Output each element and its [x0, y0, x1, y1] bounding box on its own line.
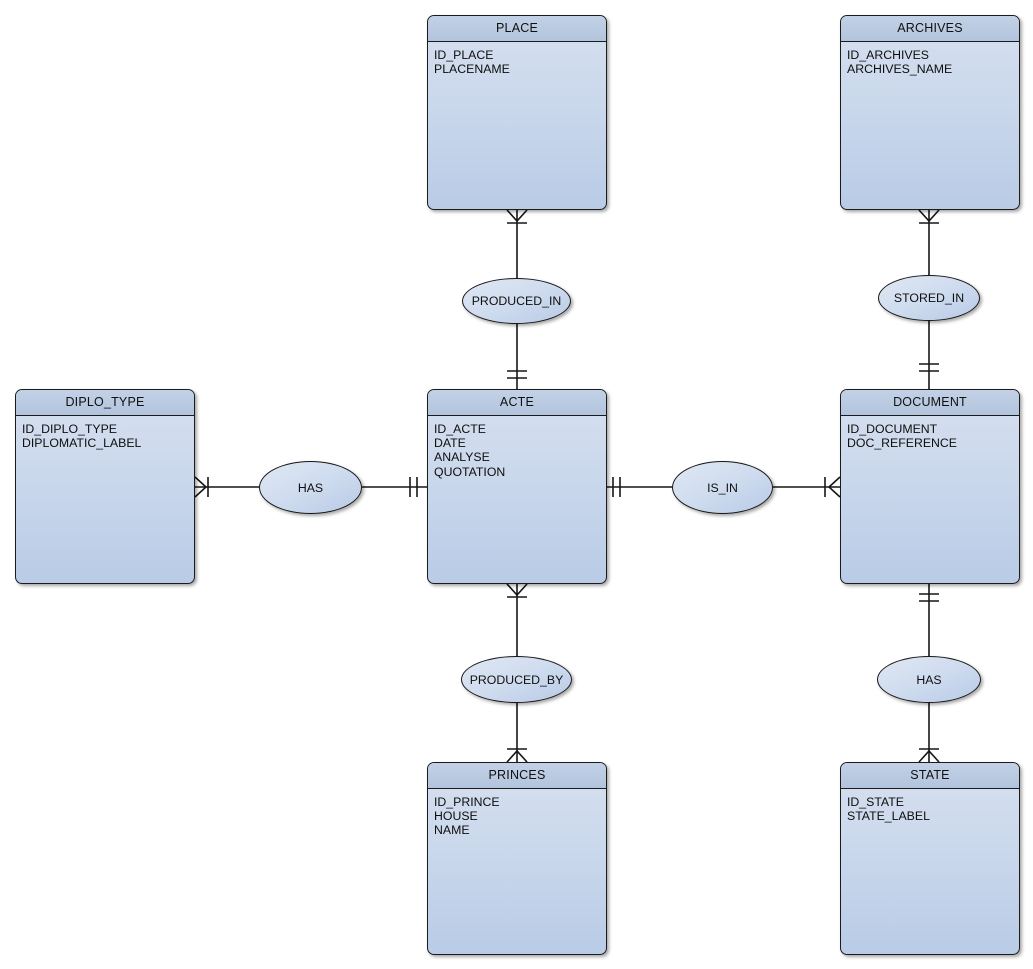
attribute: ARCHIVES_NAME	[847, 62, 953, 77]
attribute: STATE_LABEL	[847, 809, 930, 824]
attribute: DATE	[434, 436, 466, 451]
entity-title-acte: ACTE	[428, 390, 606, 416]
entity-princes[interactable]: PRINCES ID_PRINCE HOUSE NAME	[427, 762, 607, 955]
entity-attributes-archives: ID_ARCHIVES ARCHIVES_NAME	[841, 42, 1019, 76]
entity-state[interactable]: STATE ID_STATE STATE_LABEL	[840, 762, 1020, 955]
entity-attributes-place: ID_PLACE PLACENAME	[428, 42, 606, 76]
attribute: NAME	[434, 823, 470, 838]
attribute: DOC_REFERENCE	[847, 436, 958, 451]
entity-attributes-state: ID_STATE STATE_LABEL	[841, 789, 1019, 823]
entity-archives[interactable]: ARCHIVES ID_ARCHIVES ARCHIVES_NAME	[840, 15, 1020, 210]
entity-diplo-type[interactable]: DIPLO_TYPE ID_DIPLO_TYPE DIPLOMATIC_LABE…	[15, 389, 195, 584]
relationship-label: PRODUCED_BY	[469, 672, 564, 687]
relationship-has-diplo-type[interactable]: HAS	[259, 461, 362, 514]
entity-title-diplo-type: DIPLO_TYPE	[16, 390, 194, 416]
entity-title-state: STATE	[841, 763, 1019, 789]
connector-place-acte	[506, 209, 528, 389]
connector-document-state	[918, 584, 940, 763]
attribute: ID_STATE	[847, 795, 904, 809]
attribute: ID_PLACE	[434, 48, 494, 62]
attribute: PLACENAME	[434, 62, 510, 77]
entity-attributes-princes: ID_PRINCE HOUSE NAME	[428, 789, 606, 838]
relationship-label: STORED_IN	[893, 291, 965, 305]
relationship-produced-in[interactable]: PRODUCED_IN	[462, 278, 571, 324]
relationship-label: IS_IN	[707, 480, 738, 495]
attribute: ID_PRINCE	[434, 795, 500, 809]
entity-attributes-document: ID_DOCUMENT DOC_REFERENCE	[841, 416, 1019, 450]
relationship-label: HAS	[297, 480, 324, 495]
relationship-stored-in[interactable]: STORED_IN	[878, 275, 980, 321]
entity-acte[interactable]: ACTE ID_ACTE DATE ANALYSE QUOTATION	[427, 389, 607, 584]
attribute: QUOTATION	[434, 464, 506, 479]
relationship-produced-by[interactable]: PRODUCED_BY	[461, 656, 572, 703]
attribute: ID_ACTE	[434, 422, 486, 436]
entity-place[interactable]: PLACE ID_PLACE PLACENAME	[427, 15, 607, 210]
relationship-is-in[interactable]: IS_IN	[672, 461, 773, 514]
attribute: ID_DIPLO_TYPE	[22, 422, 117, 436]
connector-acte-document	[607, 476, 841, 498]
entity-attributes-acte: ID_ACTE DATE ANALYSE QUOTATION	[428, 416, 606, 479]
entity-attributes-diplo-type: ID_DIPLO_TYPE DIPLOMATIC_LABEL	[16, 416, 194, 450]
attribute: ID_ARCHIVES	[847, 48, 930, 62]
relationship-has-state[interactable]: HAS	[877, 656, 981, 703]
entity-document[interactable]: DOCUMENT ID_DOCUMENT DOC_REFERENCE	[840, 389, 1020, 584]
relationship-label: PRODUCED_IN	[471, 294, 562, 308]
entity-title-document: DOCUMENT	[841, 390, 1019, 416]
attribute: ANALYSE	[434, 450, 490, 465]
entity-title-archives: ARCHIVES	[841, 16, 1019, 42]
attribute: HOUSE	[434, 809, 478, 824]
entity-title-place: PLACE	[428, 16, 606, 42]
entity-title-princes: PRINCES	[428, 763, 606, 789]
attribute: ID_DOCUMENT	[847, 422, 938, 436]
connector-acte-princes	[506, 583, 528, 763]
attribute: DIPLOMATIC_LABEL	[22, 436, 142, 451]
connector-diplotype-acte	[194, 476, 427, 498]
relationship-label: HAS	[916, 672, 942, 687]
connector-archives-document	[918, 209, 940, 389]
